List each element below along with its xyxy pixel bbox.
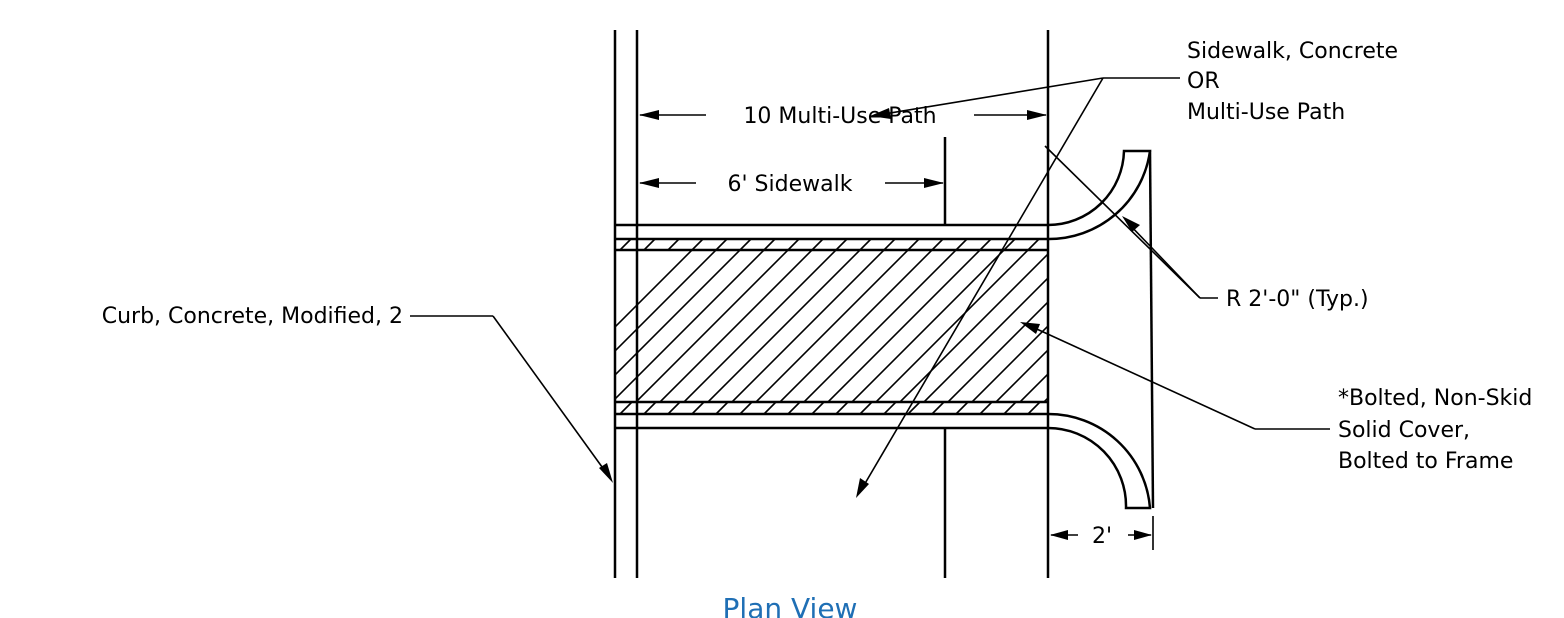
dim-2-label: 2' (1092, 524, 1112, 549)
frame-hatch-line (619, 401, 633, 415)
multi-use-path-label: Multi-Use Path (1187, 100, 1345, 125)
hatch-line (803, 250, 957, 402)
frame-hatch-line (811, 238, 824, 251)
frame-hatching-bottom (619, 401, 1041, 415)
hatch-line (1092, 250, 1244, 402)
cover-label-line2: Solid Cover, (1338, 418, 1470, 443)
frame-hatch-line (955, 401, 969, 415)
curb-label: Curb, Concrete, Modified, 2 (102, 304, 403, 329)
cover-label-line3: Bolted to Frame (1338, 449, 1513, 474)
frame-hatch-line (979, 238, 992, 251)
hatch-line (779, 250, 933, 402)
cover-label-line1: *Bolted, Non-Skid (1338, 386, 1532, 411)
frame-hatch-line (907, 401, 921, 415)
curb-return-lower (1047, 412, 1152, 510)
frame-hatch-line (883, 238, 896, 251)
frame-hatch-line (667, 401, 681, 415)
frame-hatch-line (691, 401, 705, 415)
leader-curb: Curb, Concrete, Modified, 2 (102, 304, 613, 483)
plan-view-caption: Plan View (723, 592, 858, 618)
hatch-line (755, 250, 909, 402)
curb-return-tangent (1148, 150, 1155, 509)
hatch-line (899, 252, 1048, 402)
frame-hatch-line (643, 238, 656, 251)
sidewalk-concrete-label: Sidewalk, Concrete (1187, 39, 1398, 64)
hatch-line (615, 250, 741, 377)
dim-6-sidewalk-label: 6' Sidewalk (728, 172, 853, 197)
frame-hatch-line (931, 401, 945, 415)
frame-hatch-line (787, 238, 800, 251)
hatch-line (947, 300, 1048, 402)
curb-returns (1047, 149, 1155, 510)
frame-hatch-line (1003, 238, 1016, 251)
hatch-line (615, 250, 765, 401)
hatch-line (995, 348, 1048, 402)
hatch-line (971, 324, 1048, 402)
hatch-line (615, 250, 693, 329)
hatch-line (731, 250, 885, 402)
frame-hatch-line (931, 238, 944, 251)
dimension-2-ft: 2' (1050, 516, 1154, 550)
frame-hatch-line (811, 401, 825, 415)
frame-hatch-line (907, 238, 920, 251)
frame-hatch-line (739, 238, 752, 251)
frame-hatch-line (763, 401, 777, 415)
hatch-line (923, 276, 1048, 402)
frame-hatch-line (859, 238, 872, 251)
hatch-line (875, 250, 1029, 402)
hatch-line (635, 250, 789, 402)
hatch-line (659, 250, 813, 402)
dim-10-multi-use-label: 10 Multi-Use Path (743, 104, 936, 129)
hatch-line (707, 250, 861, 402)
radius-label: R 2'-0" (Typ.) (1226, 287, 1369, 312)
frame-hatch-line (1003, 401, 1017, 415)
frame-hatch-line (1027, 401, 1041, 415)
hatch-line (851, 250, 1005, 402)
frame-hatching-top (619, 238, 1040, 251)
frame-hatch-line (691, 238, 704, 251)
hatch-line (615, 250, 717, 353)
cover-slab (615, 223, 1244, 430)
frame-hatch-line (643, 401, 657, 415)
slab-hatching (615, 250, 1244, 402)
frame-hatch-line (763, 238, 776, 251)
leader-cover: *Bolted, Non-Skid Solid Cover, Bolted to… (1020, 322, 1532, 474)
frame-hatch-line (835, 401, 849, 415)
dimension-10-multi-use: 10 Multi-Use Path (639, 104, 1047, 129)
frame-hatch-line (667, 238, 680, 251)
hatch-line (1068, 250, 1220, 402)
hatch-line (827, 250, 981, 402)
frame-hatch-line (787, 401, 801, 415)
leader-radius: R 2'-0" (Typ.) (1044, 145, 1369, 312)
hatch-line (683, 250, 837, 402)
frame-hatch-line (979, 401, 993, 415)
frame-hatch-line (715, 238, 728, 251)
dimension-6-sidewalk: 6' Sidewalk (639, 172, 944, 197)
frame-hatch-line (619, 238, 632, 251)
hatch-line (1019, 372, 1048, 402)
leader-sidewalk: Sidewalk, Concrete OR Multi-Use Path (856, 39, 1398, 498)
path-boundary-lines (613, 30, 1050, 578)
frame-hatch-line (859, 401, 873, 415)
frame-hatch-line (835, 238, 848, 251)
or-label: OR (1187, 69, 1220, 94)
frame-hatch-line (739, 401, 753, 415)
frame-hatch-line (715, 401, 729, 415)
frame-hatch-line (1027, 238, 1040, 251)
frame-hatch-line (955, 238, 968, 251)
frame-hatch-line (883, 401, 897, 415)
